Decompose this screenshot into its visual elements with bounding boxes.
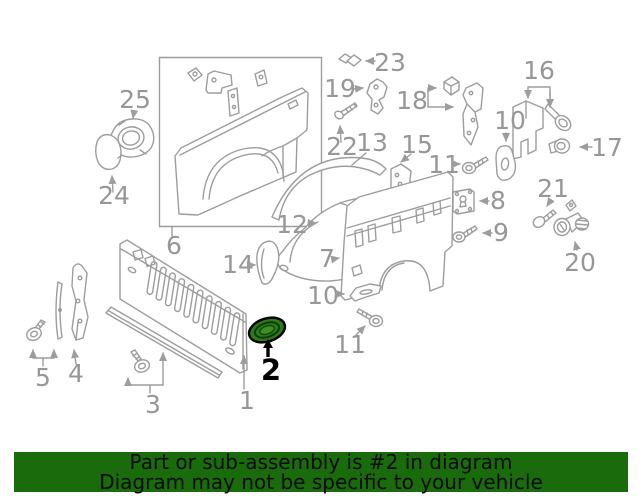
leader-bracket — [527, 86, 551, 99]
leader-arrow — [400, 153, 412, 163]
part-4-side-bracket[interactable]: 4 — [68, 263, 89, 388]
callout-12[interactable]: 12 — [276, 210, 308, 239]
part-8-gasket-plate[interactable]: 8 — [452, 186, 506, 215]
callout-5[interactable]: 5 — [35, 363, 51, 392]
callout-13[interactable]: 13 — [356, 128, 388, 157]
callout-1[interactable]: 1 — [239, 386, 255, 415]
part-3-sill-strip[interactable]: 3 — [105, 306, 223, 419]
callout-10b[interactable]: 10 — [307, 281, 339, 310]
part-5-screw-and-strip[interactable]: 5 — [25, 281, 63, 392]
leader-arrow — [546, 197, 555, 207]
part-18-bracket-set[interactable]: 18 — [396, 76, 484, 146]
callout-3[interactable]: 3 — [145, 390, 161, 419]
part-9-screw[interactable]: 9 — [452, 218, 509, 247]
callout-4[interactable]: 4 — [68, 359, 84, 388]
callout-16[interactable]: 16 — [523, 56, 555, 85]
leader-arrow — [353, 84, 364, 93]
leader-bracket — [127, 384, 164, 394]
callout-14[interactable]: 14 — [222, 250, 254, 279]
part-23-clip[interactable]: 23 — [338, 48, 406, 77]
part-10-plate[interactable]: 10 — [494, 106, 526, 181]
callout-23[interactable]: 23 — [374, 48, 406, 77]
leader-arrow — [336, 125, 345, 143]
part-16-panel-and-bolt[interactable]: 16 — [512, 56, 574, 160]
callout-21[interactable]: 21 — [537, 174, 569, 203]
part-7-inner-panel[interactable]: 7 — [319, 171, 454, 301]
leader-bracket — [427, 87, 435, 108]
part-20-lock-cylinder[interactable]: 20 — [553, 199, 596, 277]
callout-2-highlighted[interactable]: 2 — [261, 353, 281, 387]
part-13-wheel-liner[interactable]: 13 — [271, 128, 388, 221]
part-6-outer-side-panel[interactable]: 6 — [158, 56, 323, 261]
highlight-arrowhead — [263, 339, 273, 348]
leader-arrow — [573, 241, 581, 251]
leader-bracket — [32, 357, 55, 367]
callout-20[interactable]: 20 — [564, 248, 596, 277]
leader-arrow — [330, 255, 340, 264]
banner-line-2: Diagram may not be specific to your vehi… — [99, 469, 543, 494]
callout-8[interactable]: 8 — [490, 186, 506, 215]
leader-arrow — [130, 109, 139, 119]
callout-9[interactable]: 9 — [493, 218, 509, 247]
banner-line-1: Part or sub-assembly is #2 in diagram — [129, 450, 513, 474]
leader-arrow — [108, 175, 117, 193]
leader-arrow — [355, 325, 366, 336]
part-10-striker-bracket[interactable]: 10 — [307, 281, 382, 310]
part-25-fuel-filler-pocket[interactable]: 25 — [110, 85, 155, 158]
callout-17[interactable]: 17 — [591, 133, 623, 162]
part-22-screw[interactable]: 22 — [326, 102, 358, 161]
leader-arrow — [71, 349, 80, 365]
part-11-screw-lower[interactable]: 11 — [334, 308, 384, 359]
info-banner: Part or sub-assembly is #2 in diagram Di… — [14, 452, 628, 492]
callout-11[interactable]: 11 — [428, 150, 460, 179]
part-17-push-pin[interactable]: 17 — [548, 133, 623, 162]
callout-19[interactable]: 19 — [324, 74, 356, 103]
leader-line — [351, 152, 367, 166]
part-14-blade[interactable]: 14 — [222, 240, 280, 285]
callout-6[interactable]: 6 — [166, 231, 182, 260]
part-11-screw-upper[interactable]: 11 — [428, 150, 489, 179]
part-1-front-panel[interactable]: 1 — [119, 239, 255, 415]
part-21-bolt[interactable]: 21 — [531, 174, 569, 230]
callout-10[interactable]: 10 — [494, 106, 526, 135]
part-box — [158, 56, 323, 228]
part-24-fuel-door[interactable]: 24 — [95, 133, 130, 210]
part-2-highlighted-cover[interactable]: 2 — [246, 313, 288, 387]
callout-25[interactable]: 25 — [119, 85, 151, 114]
callout-7[interactable]: 7 — [319, 244, 335, 273]
callout-18[interactable]: 18 — [396, 86, 428, 115]
callout-24[interactable]: 24 — [98, 181, 130, 210]
callout-22[interactable]: 22 — [326, 132, 358, 161]
part-19-bracket[interactable]: 19 — [324, 74, 388, 115]
callout-11b[interactable]: 11 — [334, 330, 366, 359]
